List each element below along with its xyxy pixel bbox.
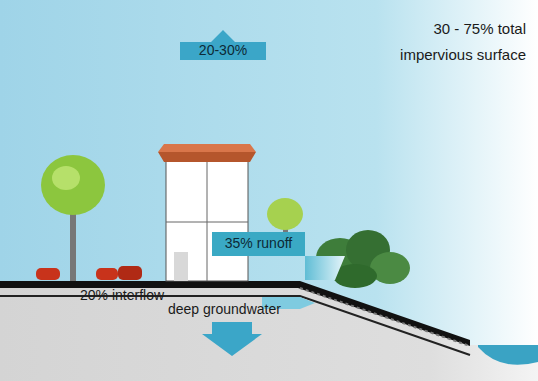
node-text: 20-30% [180, 42, 266, 58]
interflow-label: 20% interflow [80, 287, 164, 303]
node-text: 35% runoff [212, 235, 305, 251]
house [158, 144, 256, 281]
slope-texture [300, 288, 470, 346]
subsurface-line [0, 296, 470, 355]
runoff-box: 35% runoff [212, 232, 305, 256]
trees [41, 155, 303, 281]
impervious-note: 30 - 75% total impervious surface [398, 16, 526, 68]
stream [478, 345, 538, 365]
evaporation-arrow: 20-30% [180, 30, 266, 60]
runoff-flow [305, 256, 345, 280]
groundwater-arrow [202, 322, 262, 356]
groundwater-label: deep groundwater [168, 301, 281, 317]
cars [36, 266, 142, 280]
ground [0, 284, 538, 381]
